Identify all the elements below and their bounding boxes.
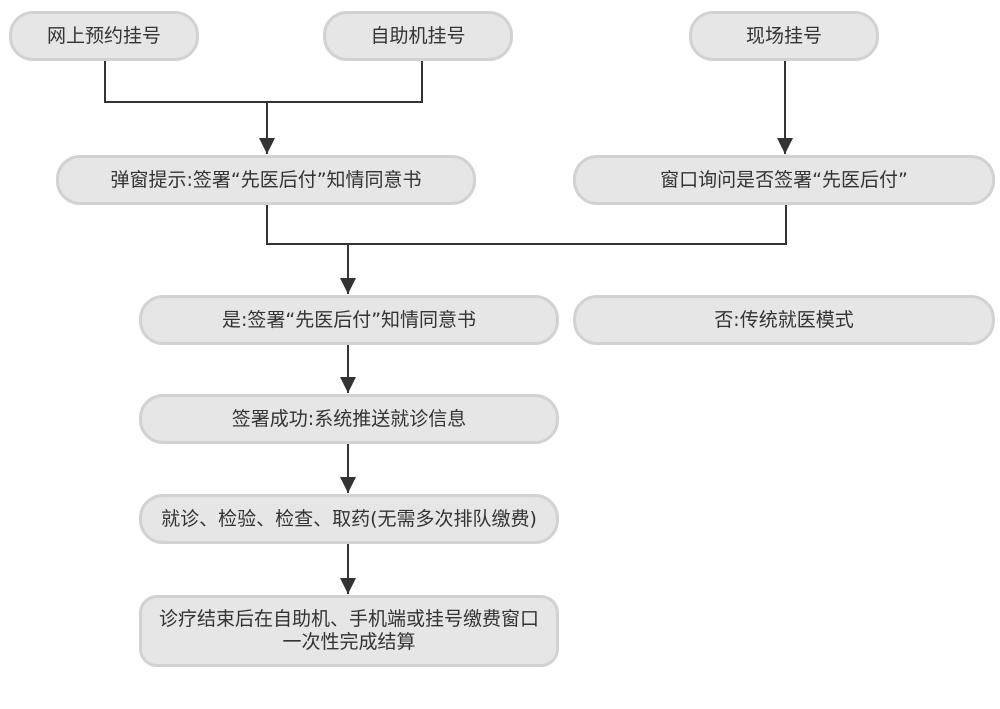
final-settlement-line-2: 一次性完成结算	[282, 631, 416, 653]
node-no-traditional: 否:传统就医模式	[573, 295, 995, 345]
connector-online-booking	[104, 60, 267, 103]
node-yes-sign: 是:签署“先医后付”知情同意书	[139, 295, 559, 345]
node-final-settlement: 诊疗结束后在自助机、手机端或挂号缴费窗口 一次性完成结算	[139, 595, 559, 667]
node-visit-steps: 就诊、检验、检查、取药(无需多次排队缴费)	[139, 494, 559, 544]
final-settlement-line-1: 诊疗结束后在自助机、手机端或挂号缴费窗口	[158, 608, 539, 630]
connector-window-inquiry	[348, 204, 787, 245]
connector-kiosk-registration	[267, 60, 423, 103]
node-sign-success: 签署成功:系统推送就诊信息	[139, 394, 559, 444]
node-window-inquiry: 窗口询问是否签署“先医后付”	[573, 155, 995, 205]
node-onsite-registration: 现场挂号	[689, 11, 879, 61]
node-online-booking: 网上预约挂号	[9, 11, 199, 61]
node-popup-prompt: 弹窗提示:签署“先医后付”知情同意书	[56, 155, 476, 205]
node-kiosk-registration: 自助机挂号	[323, 11, 513, 61]
connector-popup-prompt	[266, 204, 348, 245]
